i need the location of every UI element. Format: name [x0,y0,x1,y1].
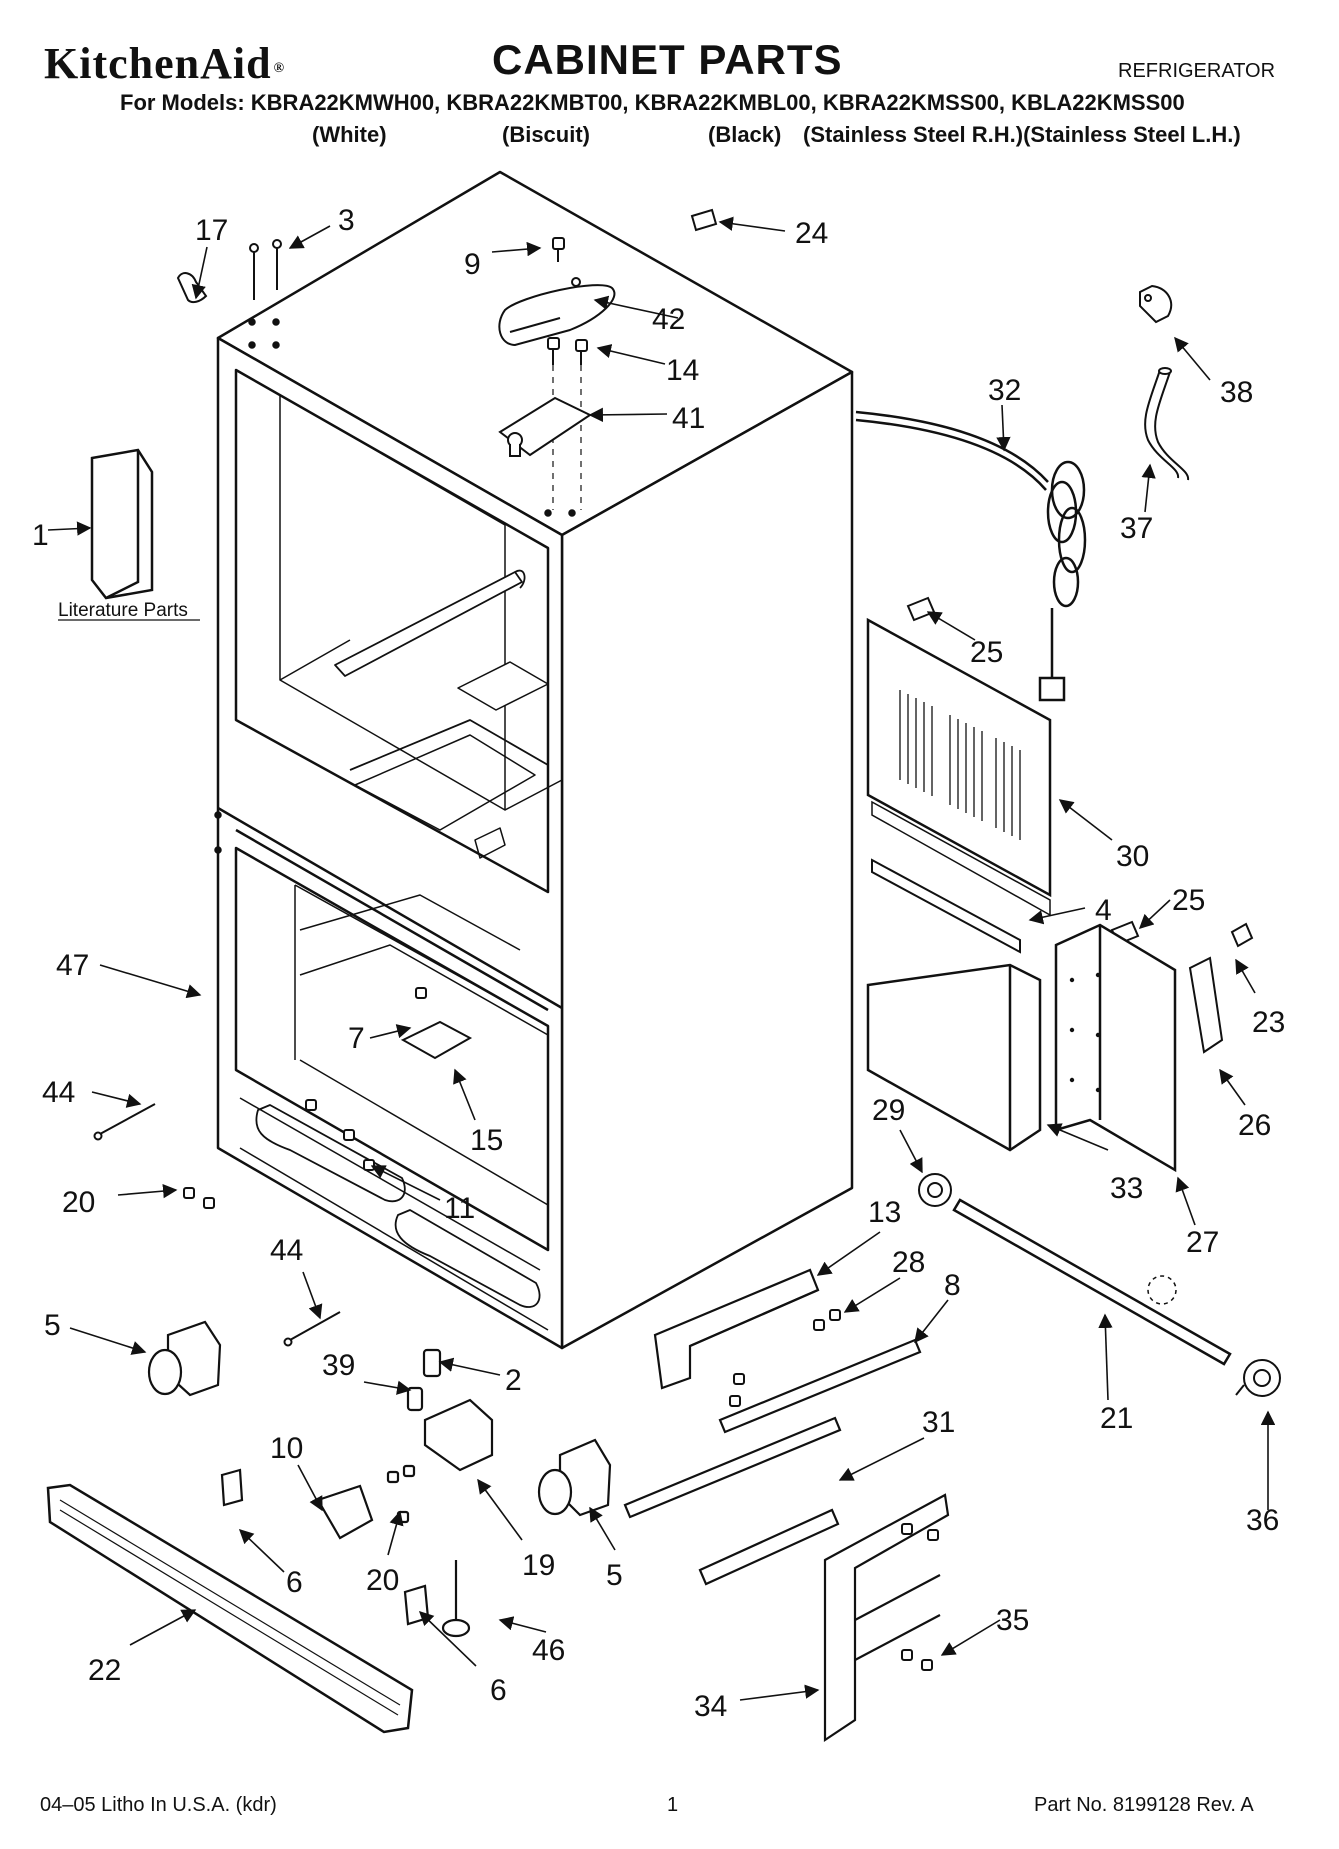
callout-6-upper: 6 [286,1566,303,1599]
callout-19: 19 [522,1549,555,1582]
callout-31: 31 [922,1406,955,1439]
literature-parts-label: Literature Parts [58,600,188,621]
color-white: (White) [312,122,387,147]
literature-book-1 [90,448,154,600]
drawer-slide-13 [653,1268,820,1390]
callout-20-upper: 20 [62,1186,95,1219]
callout-29: 29 [872,1094,905,1127]
callout-42: 42 [652,303,685,336]
drain-tube-37 [1144,367,1190,481]
callout-30: 30 [1116,840,1149,873]
footer-page-number: 1 [667,1794,679,1816]
clamp-38 [1139,284,1173,324]
callout-23: 23 [1252,1006,1285,1039]
callout-41: 41 [672,402,705,435]
callout-11: 11 [444,1192,475,1225]
color-biscuit: (Biscuit) [502,122,590,147]
roller-5-left [147,1320,222,1397]
bracket-27 [1054,923,1177,1173]
callout-8: 8 [944,1269,961,1302]
roller-5-right [537,1438,612,1517]
callout-44-lower: 44 [270,1234,303,1267]
callout-leaders [47,216,1276,1701]
callout-37: 37 [1120,512,1153,545]
hinge-cover-17 [176,272,208,304]
leveling-parts [220,1348,494,1638]
callout-36: 36 [1246,1504,1279,1537]
callout-32: 32 [988,374,1021,407]
callout-20-lower: 20 [366,1564,399,1597]
callout-26: 26 [1238,1109,1271,1142]
color-stainless: (Stainless Steel R.H.)(Stainless Steel L… [803,122,1241,147]
callout-47: 47 [56,949,89,982]
callout-44-upper: 44 [42,1076,75,1109]
callout-24: 24 [795,217,828,250]
callout-17: 17 [195,214,228,247]
label-24 [690,208,718,232]
callout-7: 7 [348,1022,365,1055]
hinge-screws-14 [547,337,588,510]
callout-28: 28 [892,1246,925,1279]
callout-21: 21 [1100,1402,1133,1435]
slide-screws-28 [729,1309,841,1407]
power-cord-32 [855,410,1087,702]
rear-bracket-34 [823,1493,950,1743]
callout-5-left: 5 [44,1309,61,1342]
color-black: (Black) [708,122,782,147]
machine-compartment-cover-30 [866,617,1052,917]
callout-6-lower: 6 [490,1674,507,1707]
footer-part-number: Part No. 8199128 Rev. A [1034,1794,1254,1816]
callout-numbers: 17 3 9 24 42 38 14 41 32 37 1 25 30 4 25… [32,204,1285,1723]
callout-27: 27 [1186,1226,1219,1259]
callout-3: 3 [338,204,355,237]
dashed-circle-marker [1147,1275,1177,1305]
pinion-gear-36 [1235,1359,1281,1397]
callout-15: 15 [470,1124,503,1157]
callout-14: 14 [666,354,699,387]
screw-9 [552,237,565,262]
models-line: For Models: KBRA22KMWH00, KBRA22KMBT00, … [120,90,1185,115]
callout-2: 2 [505,1364,522,1397]
callout-9: 9 [464,248,481,281]
appliance-category: REFRIGERATOR [1118,60,1276,82]
insulation-pad-33 [866,963,1042,1152]
drawer-rail-31 [623,1416,842,1586]
toe-grille-22 [46,1483,414,1734]
callout-13: 13 [868,1196,901,1229]
callout-46: 46 [532,1634,565,1667]
top-hinge-screws [249,239,282,300]
refrigerator-cabinet [214,170,854,1350]
callout-10: 10 [270,1432,303,1465]
pinion-gear-29 [918,1173,952,1207]
drawer-rail-8 [718,1338,922,1434]
gasket-strip-4 [871,858,1021,954]
callout-5-right: 5 [606,1559,623,1592]
callout-1: 1 [32,519,49,552]
callout-33: 33 [1110,1172,1143,1205]
callout-22: 22 [88,1654,121,1687]
footer-litho: 04–05 Litho In U.S.A. (kdr) [40,1794,277,1816]
bracket-26-screw-23 [1188,922,1254,1054]
drawer-shaft-21 [952,1198,1232,1366]
callout-39: 39 [322,1349,355,1382]
callout-4: 4 [1095,894,1112,927]
brand-logo: KitchenAid® [44,39,286,88]
callout-25-lower: 25 [1172,884,1205,917]
callout-25-upper: 25 [970,636,1003,669]
screws-35 [901,1523,939,1671]
page-title: CABINET PARTS [492,36,843,83]
callout-38: 38 [1220,376,1253,409]
leveling-bolts-44 [93,1103,341,1347]
callout-35: 35 [996,1604,1029,1637]
callout-34: 34 [694,1690,727,1723]
interior-screws [183,987,473,1209]
